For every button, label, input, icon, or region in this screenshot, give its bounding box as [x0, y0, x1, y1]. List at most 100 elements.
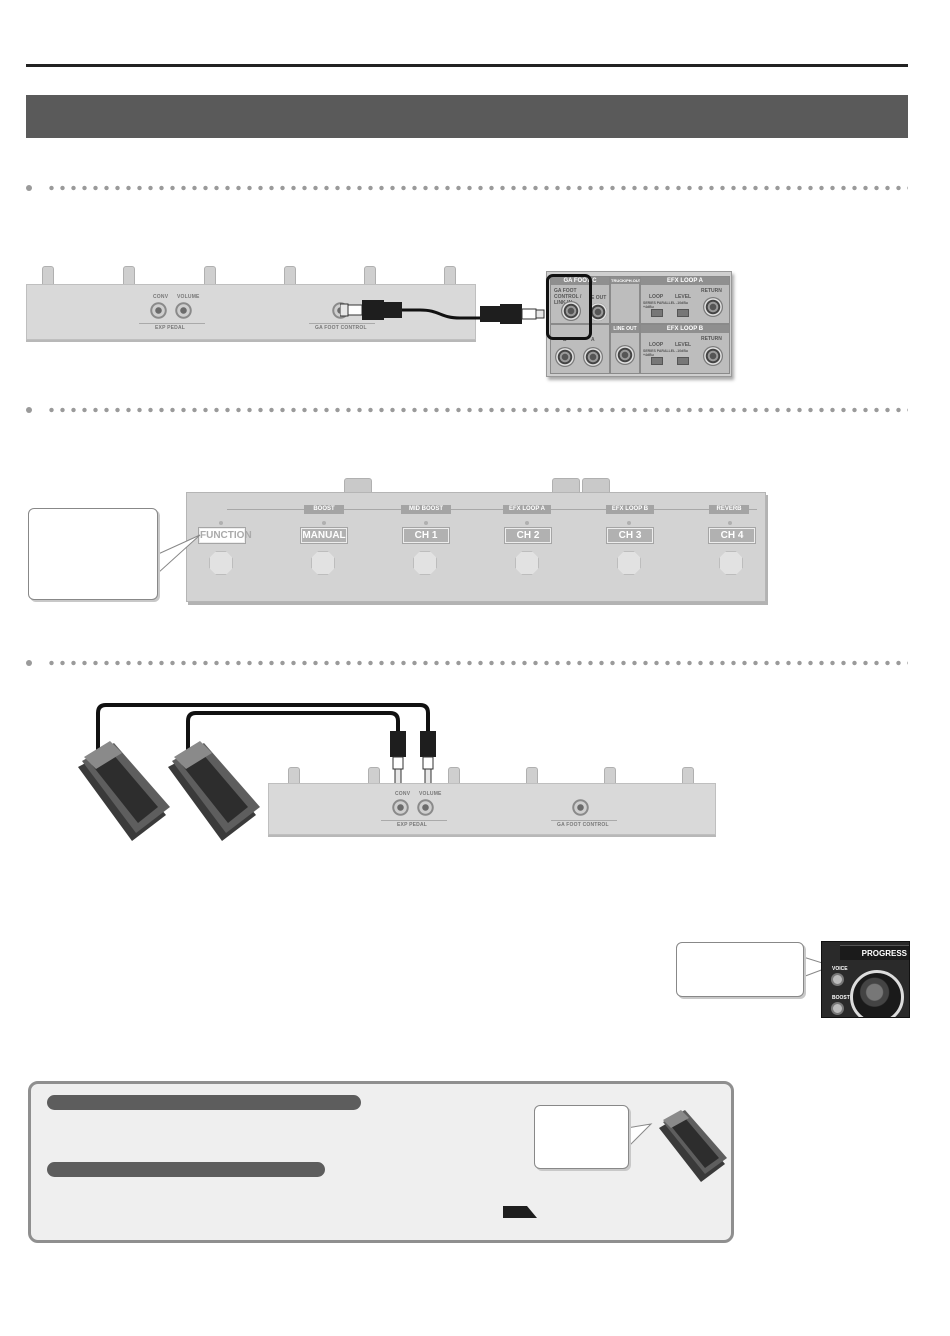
section-reverb: REVERB — [709, 505, 749, 514]
efx-loop-b-section: EFX LOOP B LOOP LEVEL RETURN SERIES PARA… — [640, 324, 730, 374]
line-out-jack — [615, 345, 635, 365]
label-a: A — [591, 337, 595, 343]
level-switch — [677, 309, 689, 317]
footswitch-ch3[interactable] — [617, 551, 643, 577]
return-jack-a — [703, 297, 723, 317]
plug-tip-left — [340, 303, 349, 317]
arrow-right-icon — [503, 1206, 537, 1218]
top-rule — [26, 64, 908, 67]
plug-collar-left — [347, 304, 363, 316]
exp-volume-label: VOLUME — [177, 294, 200, 300]
ga-foot-control-section: GA FOOT C GA FOOT CONTROL / LINK IN E OU… — [550, 276, 610, 324]
loop-label: LOOP — [649, 294, 664, 300]
ch3-label: CH 3 — [606, 527, 654, 544]
voice-button[interactable] — [831, 973, 844, 986]
exp-conv-label-2: CONV — [395, 791, 411, 797]
exp-volume-label-2: VOLUME — [419, 791, 442, 797]
section-header-bar — [26, 95, 908, 138]
tip-heading-bar-1 — [47, 1095, 361, 1110]
output-jack — [589, 303, 607, 321]
expression-pedal-1 — [78, 741, 170, 841]
control-label-line — [309, 323, 375, 324]
return-jack-b — [703, 346, 723, 366]
manual-label: MANUAL — [300, 527, 348, 544]
level-options: SERIES PARALLEL -10dBu +4dBu — [643, 301, 688, 309]
footswitch-ch4[interactable] — [719, 551, 745, 577]
line-out-section: LINE OUT — [610, 324, 640, 374]
divider-lead-dot — [26, 660, 32, 666]
footswitch-board: BOOST MID BOOST EFX LOOP A EFX LOOP B RE… — [186, 492, 766, 602]
line-out-title: LINE OUT — [611, 325, 639, 333]
tip-box — [28, 1081, 734, 1243]
ch2-label: CH 2 — [504, 527, 552, 544]
return-label-b: RETURN — [701, 336, 722, 342]
pedal-cable-2 — [186, 711, 400, 757]
plug-boot-left — [384, 302, 402, 318]
control-label-line-2 — [551, 820, 617, 821]
level-options-b: SERIES PARALLEL -10dBu +4dBu — [643, 349, 688, 357]
divider-lead-dot — [26, 407, 32, 413]
label-b: B — [563, 337, 567, 343]
exp-pedal-jack-conv-2 — [392, 799, 409, 816]
control-title: GA FOOT CONTROL — [315, 325, 367, 331]
controller-body-2: CONV VOLUME EXP PEDAL GA FOOT CONTROL — [268, 783, 716, 835]
boost-label: BOOST — [832, 995, 850, 1001]
dotted-divider-2 — [46, 407, 908, 413]
amp-rear-panel: GA FOOT C GA FOOT CONTROL / LINK IN E OU… — [546, 271, 732, 377]
plug-tip-right — [535, 309, 545, 319]
boost-button[interactable] — [831, 1002, 844, 1015]
loop-label-b: LOOP — [649, 342, 664, 348]
efx-loop-b-title: EFX LOOP B — [641, 325, 729, 333]
control-title-2: GA FOOT CONTROL — [557, 822, 609, 828]
callout-pointer — [155, 534, 201, 575]
plug-boot-right — [480, 306, 500, 322]
ch1-label: CH 1 — [402, 527, 450, 544]
ga-foot-control-jack-2 — [572, 799, 589, 816]
dotted-divider-1 — [46, 185, 908, 191]
efx-loop-a-title: EFX LOOP A — [641, 277, 729, 285]
led-function — [219, 521, 223, 525]
section-mid-boost: MID BOOST — [401, 505, 451, 514]
level-switch-b — [677, 357, 689, 365]
foot-controller-rear-2: CONV VOLUME EXP PEDAL GA FOOT CONTROL — [268, 765, 716, 837]
section-line — [227, 509, 757, 510]
phones-title: TRUCK/PH.OUT — [611, 277, 642, 284]
partial-output-label: E OUT — [591, 295, 607, 301]
led-ch2 — [525, 521, 529, 525]
exp-pedal-jack-volume-2 — [417, 799, 434, 816]
footswitch-ch2[interactable] — [515, 551, 541, 577]
progress-title: PROGRESS — [861, 949, 907, 958]
progress-knob-panel: PROGRESS VOICE BOOST — [821, 941, 910, 1018]
expression-pedals-figure — [78, 703, 436, 841]
ga-foot-title: GA FOOT C — [551, 277, 609, 285]
trs-cable — [340, 300, 545, 324]
ch4-label: CH 4 — [708, 527, 756, 544]
voice-label: VOICE — [832, 966, 848, 972]
send-section: B A — [550, 324, 610, 374]
expression-pedal-small — [659, 1110, 727, 1182]
ga-foot-input-jack — [561, 301, 581, 321]
footswitch-manual[interactable] — [311, 551, 337, 577]
footswitch-ch1[interactable] — [413, 551, 439, 577]
plug-body-volume — [420, 731, 436, 757]
section-efx-loop-b: EFX LOOP B — [606, 505, 654, 514]
phones-section: TRUCK/PH.OUT — [610, 276, 642, 324]
exp-conv-label: CONV — [153, 294, 169, 300]
footswitch-function[interactable] — [209, 551, 235, 577]
section-efx-loop-a: EFX LOOP A — [503, 505, 551, 514]
divider-lead-dot — [26, 185, 32, 191]
pedal-callout — [534, 1105, 629, 1169]
plug-collar-right — [521, 308, 537, 320]
exp-pedal-jack-volume — [175, 302, 192, 319]
progress-knob[interactable] — [850, 970, 904, 1017]
function-callout — [28, 508, 158, 600]
loop-switch — [651, 309, 663, 317]
led-ch3 — [627, 521, 631, 525]
exp-label-line — [139, 323, 205, 324]
progress-title-bar — [840, 945, 909, 960]
tip-heading-bar-2 — [47, 1162, 325, 1177]
cable-wire — [402, 308, 480, 320]
exp-pedal-title-2: EXP PEDAL — [397, 822, 428, 828]
return-label: RETURN — [701, 288, 722, 294]
led-ch1 — [424, 521, 428, 525]
